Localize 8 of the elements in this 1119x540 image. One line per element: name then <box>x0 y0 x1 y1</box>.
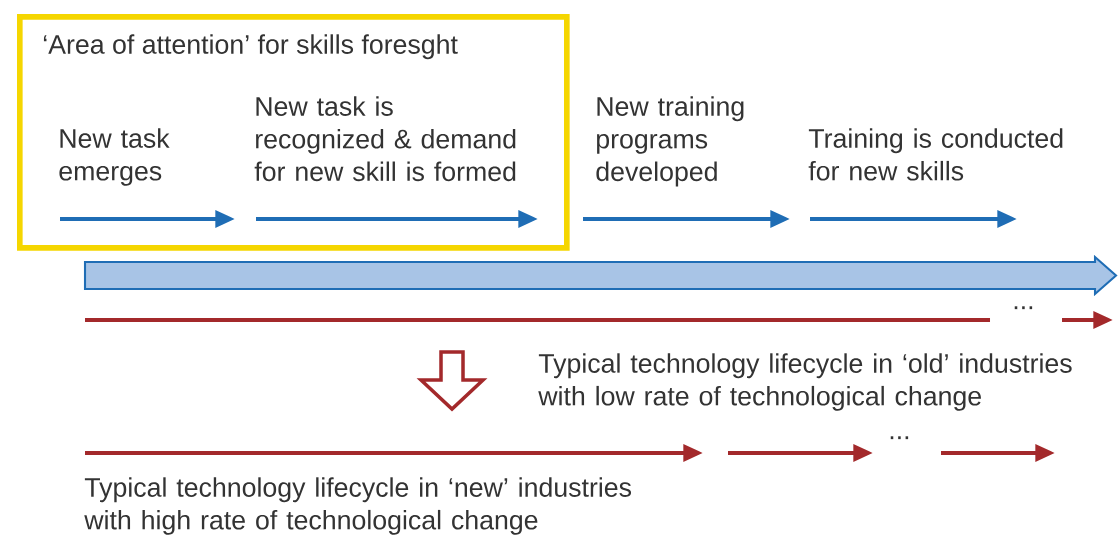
label: New task emerges <box>59 128 170 186</box>
label: Typical technology lifecycle in ‘new’ industries with high rate of technological change <box>84 477 632 535</box>
label: New task is recognized & demand for new skill is formed <box>254 96 516 182</box>
label: ... <box>1014 306 1033 310</box>
label: ... <box>890 436 909 440</box>
label: New training programs developed <box>596 96 744 187</box>
label: Typical technology lifecycle in ‘old’ industries with low rate of technological change <box>538 353 1072 411</box>
label: Training is conducted for new skills <box>808 128 1063 181</box>
